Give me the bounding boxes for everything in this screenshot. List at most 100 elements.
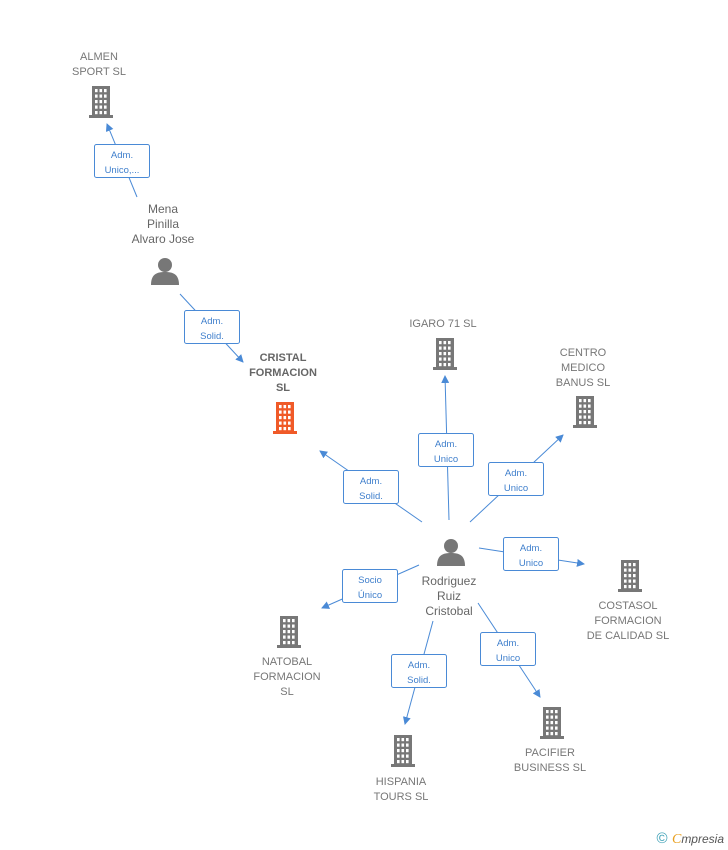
- node-label[interactable]: Cristobal: [425, 604, 472, 618]
- node-igaro[interactable]: IGARO 71 SL: [409, 318, 477, 370]
- building-window: [397, 760, 400, 764]
- node-natobal[interactable]: NATOBAL FORMACION SL: [253, 616, 321, 698]
- building-window: [99, 94, 103, 98]
- relation-label-box[interactable]: [391, 654, 447, 688]
- node-label[interactable]: COSTASOL: [598, 600, 657, 612]
- node-label[interactable]: FORMACION: [249, 367, 317, 379]
- building-icon[interactable]: [89, 86, 113, 118]
- building-icon[interactable]: [273, 402, 297, 434]
- node-label[interactable]: SPORT SL: [72, 66, 126, 78]
- building-window: [588, 421, 591, 425]
- building-window: [401, 754, 405, 758]
- building-window: [401, 749, 405, 753]
- building-window: [283, 427, 287, 431]
- node-label[interactable]: Rodriguez: [422, 574, 477, 588]
- building-window: [624, 568, 627, 572]
- building-window: [550, 732, 554, 736]
- building-window: [288, 427, 291, 431]
- building-window: [579, 415, 582, 419]
- building-window: [550, 710, 554, 714]
- building-icon[interactable]: [618, 560, 642, 592]
- building-icon[interactable]: [573, 396, 597, 428]
- node-label[interactable]: FORMACION: [594, 615, 661, 627]
- building-window: [104, 100, 107, 104]
- building-base: [618, 589, 642, 592]
- building-icon[interactable]: [391, 735, 415, 767]
- relation-label-text: Adm.: [497, 638, 519, 649]
- node-label[interactable]: Pinilla: [147, 217, 179, 231]
- building-window: [401, 738, 405, 742]
- node-label[interactable]: PACIFIER: [525, 747, 575, 759]
- building-icon[interactable]: [433, 338, 457, 370]
- relation-label-box[interactable]: [488, 462, 544, 496]
- building-window: [633, 585, 636, 589]
- node-centro[interactable]: CENTRO MEDICO BANUS SL: [556, 347, 610, 428]
- building-window: [555, 710, 558, 714]
- relation-label-box[interactable]: [503, 537, 559, 571]
- node-label[interactable]: ALMEN: [80, 51, 118, 63]
- building-window: [583, 415, 587, 419]
- node-cristal[interactable]: CRISTAL FORMACION SL: [249, 352, 317, 434]
- building-window: [287, 635, 291, 639]
- node-label[interactable]: BUSINESS SL: [514, 762, 586, 774]
- person-icon[interactable]: [151, 258, 179, 285]
- building-window: [583, 399, 587, 403]
- building-window: [443, 346, 447, 350]
- node-label[interactable]: SL: [280, 686, 293, 698]
- building-window: [550, 726, 554, 730]
- building-window: [397, 738, 400, 742]
- edge-rodriguez-to-hispania: Adm.Solid.: [391, 620, 447, 725]
- footer-brand: © Cmpresia: [656, 830, 724, 848]
- person-head: [444, 539, 458, 553]
- node-label[interactable]: Alvaro Jose: [132, 232, 195, 246]
- building-window: [292, 635, 295, 639]
- person-icon[interactable]: [437, 539, 465, 566]
- building-window: [628, 574, 632, 578]
- building-icon[interactable]: [277, 616, 301, 648]
- building-icon[interactable]: [540, 707, 564, 739]
- edge-mena-to-cristal: Adm.Solid.: [179, 293, 244, 363]
- node-costasol[interactable]: COSTASOL FORMACION DE CALIDAD SL: [587, 560, 670, 642]
- node-label[interactable]: MEDICO: [561, 362, 605, 374]
- building-window: [406, 760, 409, 764]
- building-window: [279, 405, 282, 409]
- node-label[interactable]: TOURS SL: [374, 791, 429, 803]
- node-label[interactable]: CRISTAL: [260, 352, 307, 364]
- relation-label-box[interactable]: [343, 470, 399, 504]
- building-window: [624, 585, 627, 589]
- node-label[interactable]: DE CALIDAD SL: [587, 630, 670, 642]
- building-window: [95, 89, 98, 93]
- building-window: [443, 363, 447, 367]
- relation-label-box[interactable]: [480, 632, 536, 666]
- relation-label-box[interactable]: [94, 144, 150, 178]
- building-window: [279, 427, 282, 431]
- relation-label-box[interactable]: [418, 433, 474, 467]
- node-label[interactable]: IGARO 71 SL: [409, 318, 476, 330]
- node-almen[interactable]: ALMEN SPORT SL: [72, 51, 126, 118]
- building-base: [391, 764, 415, 767]
- building-window: [628, 568, 632, 572]
- node-label[interactable]: BANUS SL: [556, 377, 610, 389]
- node-label[interactable]: HISPANIA: [376, 776, 427, 788]
- node-label[interactable]: NATOBAL: [262, 656, 312, 668]
- relation-label-box[interactable]: [184, 310, 240, 344]
- building-window: [283, 641, 286, 645]
- node-pacifier[interactable]: PACIFIER BUSINESS SL: [514, 707, 586, 774]
- node-label[interactable]: CENTRO: [560, 347, 607, 359]
- node-label[interactable]: Mena: [148, 202, 178, 216]
- node-label[interactable]: FORMACION: [253, 671, 320, 683]
- building-window: [397, 754, 400, 758]
- node-label[interactable]: SL: [276, 382, 290, 394]
- building-base: [277, 645, 301, 648]
- node-label[interactable]: Ruiz: [437, 589, 461, 603]
- edge-rodriguez-to-cristal: Adm.Solid.: [319, 450, 423, 523]
- building-window: [439, 357, 442, 361]
- building-window: [546, 715, 549, 719]
- relation-label-box[interactable]: [342, 569, 398, 603]
- building-base: [540, 736, 564, 739]
- node-hispania[interactable]: HISPANIA TOURS SL: [374, 735, 429, 803]
- building-window: [546, 726, 549, 730]
- building-window: [439, 346, 442, 350]
